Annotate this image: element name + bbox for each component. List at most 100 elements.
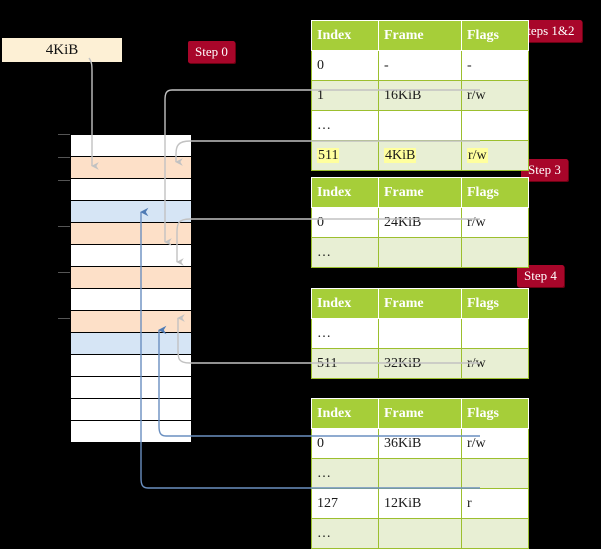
page-table-flags-cell: r/w <box>461 207 529 238</box>
table-header-row: Index Frame Flags <box>311 20 529 51</box>
highlight-span: 511 <box>317 147 340 163</box>
memory-frame-row <box>71 333 191 355</box>
memory-tick <box>58 134 71 135</box>
page-table-index-cell: 1 <box>311 80 379 111</box>
source-frame-label: 4KiB <box>2 38 122 62</box>
page-table-frame-cell <box>378 237 462 268</box>
page-table-flags-cell: r/w <box>461 80 529 111</box>
memory-frame-row <box>71 399 191 421</box>
page-table-frame-cell <box>378 110 462 141</box>
memory-tick <box>58 157 71 158</box>
page-table-flags-cell <box>461 318 529 349</box>
column-header-index: Index <box>311 288 379 319</box>
column-header-index: Index <box>311 177 379 208</box>
memory-frame-row <box>71 311 191 333</box>
badge-step-0: Step 0 <box>188 41 235 63</box>
page-table-frame-cell <box>378 458 462 489</box>
page-table-flags-cell <box>461 518 529 549</box>
table-row: 511 4KiB r/w <box>311 140 529 171</box>
highlight-span: r/w <box>467 147 488 163</box>
memory-frame-row <box>71 377 191 399</box>
memory-tick <box>58 226 71 227</box>
page-table-flags-cell <box>461 110 529 141</box>
memory-frame-row <box>71 223 191 245</box>
page-table-frame-cell: 36KiB <box>378 428 462 459</box>
column-header-frame: Frame <box>378 288 462 319</box>
page-table-frame-cell: 16KiB <box>378 80 462 111</box>
memory-frame-row <box>71 355 191 377</box>
memory-tick <box>58 180 71 181</box>
page-table-index-cell: … <box>311 110 379 141</box>
table-header-row: Index Frame Flags <box>311 177 529 208</box>
page-table-flags-cell: - <box>461 50 529 81</box>
physical-memory-column <box>70 134 192 443</box>
page-table-index-cell: 0 <box>311 428 379 459</box>
table-row: … <box>311 518 529 549</box>
highlight-span: 4KiB <box>384 147 417 163</box>
memory-frame-row <box>71 135 191 157</box>
diagram-canvas: 4KiB Step 0 Steps 1&2 Step 3 Step 4 Inde… <box>2 20 582 549</box>
page-table-index-cell: … <box>311 518 379 549</box>
page-table-index-cell: … <box>311 458 379 489</box>
memory-frame-row <box>71 245 191 267</box>
column-header-flags: Flags <box>461 177 529 208</box>
table-row: … <box>311 318 529 349</box>
page-table-index-cell: 127 <box>311 488 379 519</box>
memory-frame-row <box>71 267 191 289</box>
table-row: 0-- <box>311 50 529 81</box>
page-table-frame-cell <box>378 318 462 349</box>
memory-tick <box>58 272 71 273</box>
page-table-index-cell: 511 <box>311 348 379 379</box>
column-header-flags: Flags <box>461 288 529 319</box>
badge-steps-1-2: Steps 1&2 <box>513 20 582 42</box>
column-header-frame: Frame <box>378 398 462 429</box>
column-header-flags: Flags <box>461 20 529 51</box>
table-header-row: Index Frame Flags <box>311 288 529 319</box>
column-header-index: Index <box>311 398 379 429</box>
page-table-frame-cell: - <box>378 50 462 81</box>
page-table-flags-cell: r <box>461 488 529 519</box>
badge-step-4: Step 4 <box>517 265 564 287</box>
page-table-index-cell: … <box>311 237 379 268</box>
page-table-frame-cell: 4KiB <box>378 140 462 171</box>
column-header-frame: Frame <box>378 20 462 51</box>
page-table-flags-cell: r/w <box>461 140 529 171</box>
memory-frame-row <box>71 179 191 201</box>
page-table-flags-cell: r/w <box>461 348 529 379</box>
page-table-frame-cell <box>378 518 462 549</box>
page-table-flags-cell: r/w <box>461 428 529 459</box>
memory-frame-row <box>71 201 191 223</box>
memory-frame-row <box>71 421 191 443</box>
page-table-frame-cell: 24KiB <box>378 207 462 238</box>
table-row: … <box>311 237 529 268</box>
table-row: … <box>311 110 529 141</box>
page-table-index-cell: … <box>311 318 379 349</box>
page-table-flags-cell <box>461 237 529 268</box>
page-table-frame-cell: 32KiB <box>378 348 462 379</box>
page-table-index-cell: 0 <box>311 50 379 81</box>
column-header-index: Index <box>311 20 379 51</box>
badge-step-3: Step 3 <box>521 159 568 181</box>
memory-frame-row <box>71 289 191 311</box>
table-header-row: Index Frame Flags <box>311 398 529 429</box>
memory-frame-row <box>71 157 191 179</box>
page-table-index-cell: 511 <box>311 140 379 171</box>
column-header-frame: Frame <box>378 177 462 208</box>
page-table-flags-cell <box>461 458 529 489</box>
page-table-frame-cell: 12KiB <box>378 488 462 519</box>
column-header-flags: Flags <box>461 398 529 429</box>
page-table-index-cell: 0 <box>311 207 379 238</box>
memory-tick <box>58 318 71 319</box>
